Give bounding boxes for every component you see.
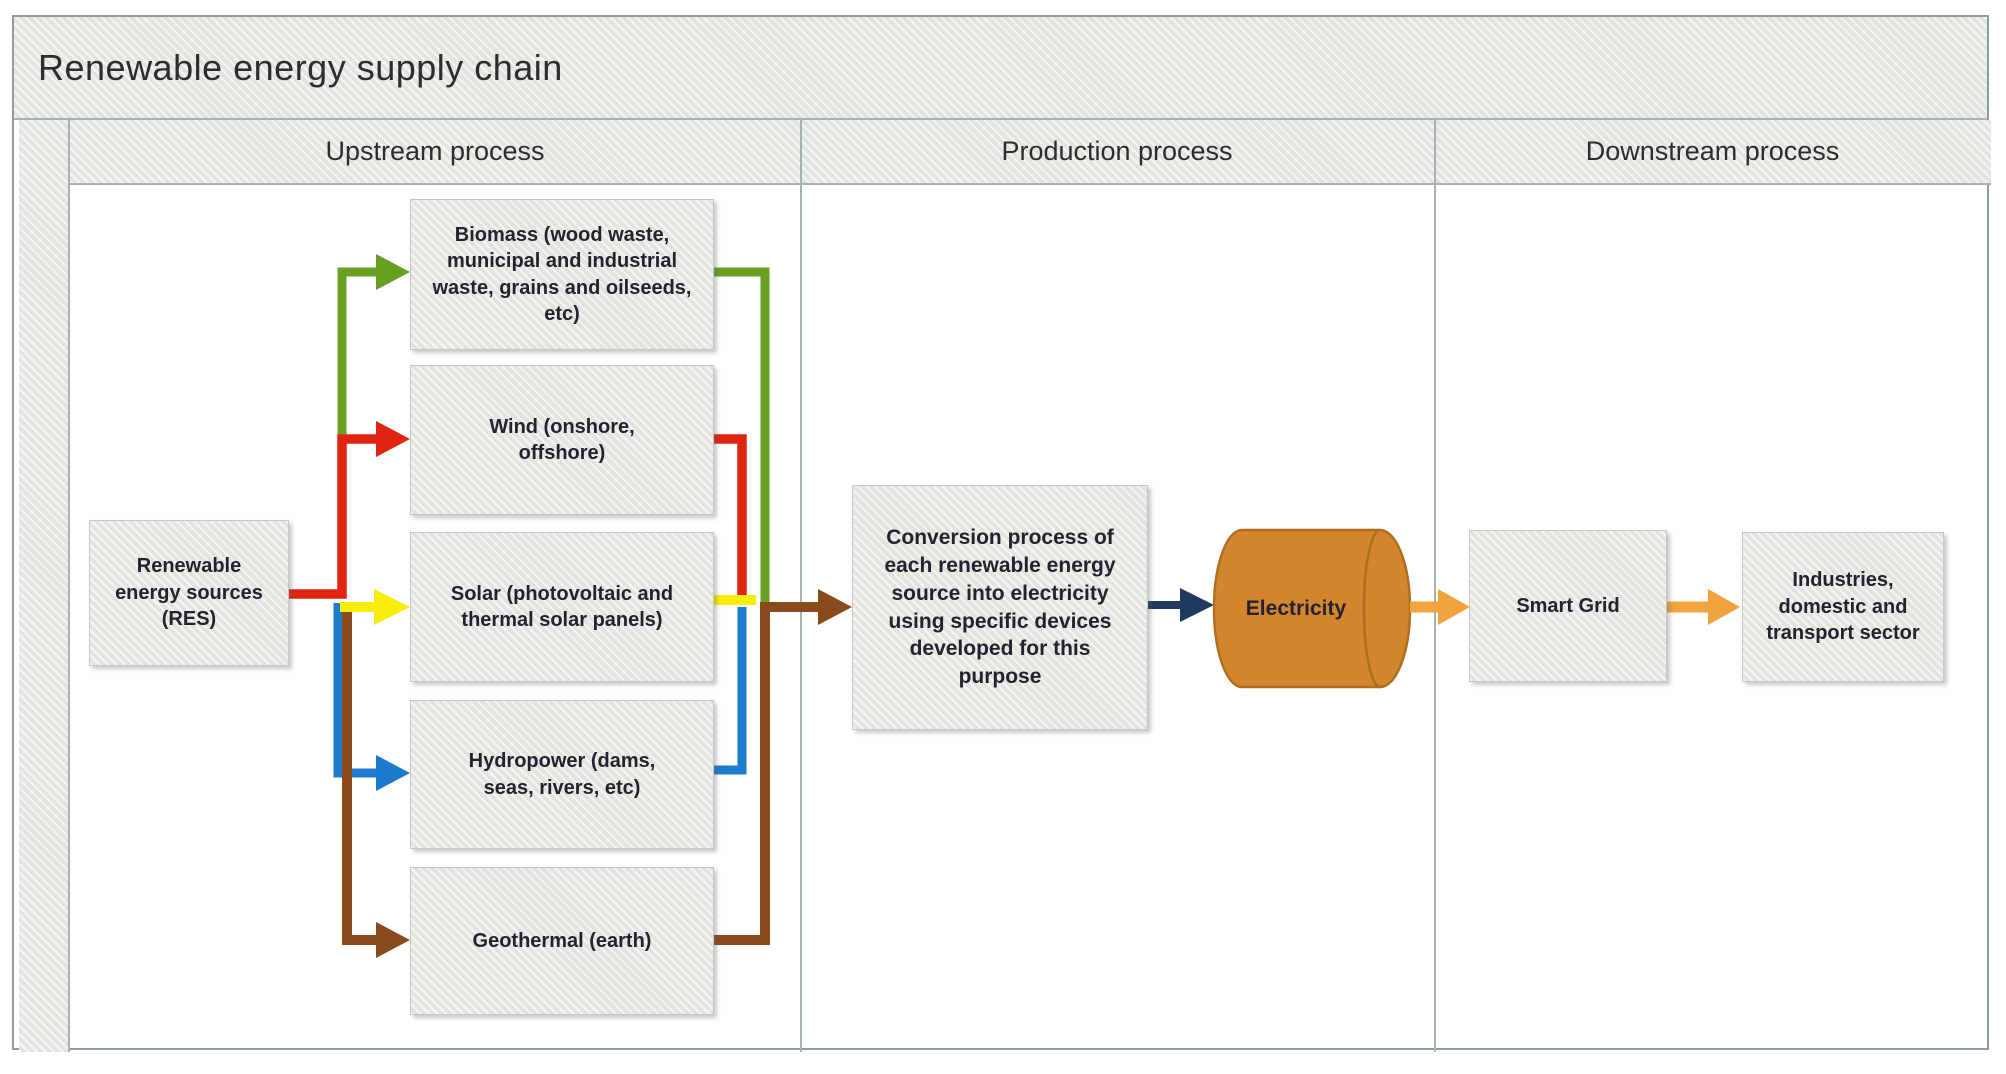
arrow-res-to-hydropower bbox=[333, 603, 410, 791]
node-smart-grid: Smart Grid bbox=[1469, 530, 1667, 682]
arrow-electricity-to-smartgrid bbox=[1410, 589, 1470, 625]
node-hydropower-label: Hydropower (dams, seas, rivers, etc) bbox=[468, 750, 656, 799]
column-header-upstream-label: Upstream process bbox=[325, 136, 545, 166]
arrow-res-to-wind bbox=[289, 421, 410, 599]
arrow-biomass-to-conversion bbox=[714, 267, 770, 605]
node-wind: Wind (onshore, offshore) bbox=[410, 365, 714, 515]
arrow-conversion-to-electricity bbox=[1148, 588, 1214, 622]
node-conversion-process: Conversion process of each renewable ene… bbox=[852, 485, 1148, 730]
node-electricity-label: Electricity bbox=[1245, 596, 1347, 620]
node-geothermal-label: Geothermal (earth) bbox=[472, 929, 652, 952]
arrow-wind-to-conversion bbox=[714, 434, 747, 601]
node-geothermal: Geothermal (earth) bbox=[410, 867, 714, 1015]
node-hydropower: Hydropower (dams, seas, rivers, etc) bbox=[410, 700, 714, 849]
node-solar-label: Solar (photovoltaic and thermal solar pa… bbox=[450, 582, 674, 631]
node-industries: Industries, domestic and transport secto… bbox=[1742, 532, 1944, 682]
node-industries-label: Industries, domestic and transport secto… bbox=[1766, 569, 1920, 645]
node-conversion-process-label: Conversion process of each renewable ene… bbox=[884, 526, 1116, 688]
node-biomass: Biomass (wood waste, municipal and indus… bbox=[410, 199, 714, 350]
node-solar: Solar (photovoltaic and thermal solar pa… bbox=[410, 532, 714, 682]
side-band bbox=[19, 120, 70, 1052]
arrow-smartgrid-to-industries bbox=[1667, 589, 1740, 625]
node-wind-label: Wind (onshore, offshore) bbox=[489, 415, 635, 464]
arrow-geothermal-to-conversion bbox=[714, 589, 852, 945]
diagram-title: Renewable energy supply chain bbox=[38, 46, 563, 88]
arrow-res-to-solar bbox=[340, 589, 410, 625]
column-header-downstream-label: Downstream process bbox=[1585, 136, 1840, 166]
node-electricity: Electricity bbox=[1212, 530, 1380, 687]
node-renewable-energy-sources: Renewable energy sources (RES) bbox=[89, 520, 289, 666]
column-header-downstream: Downstream process bbox=[1434, 120, 1991, 185]
arrow-res-to-biomass bbox=[337, 254, 410, 462]
arrow-hydropower-to-conversion bbox=[714, 607, 747, 775]
arrow-res-to-geothermal bbox=[342, 603, 410, 958]
column-header-production-label: Production process bbox=[1001, 136, 1233, 166]
column-divider-production-downstream bbox=[1434, 120, 1436, 1052]
title-band: Renewable energy supply chain bbox=[14, 17, 1987, 120]
column-header-production: Production process bbox=[800, 120, 1434, 185]
diagram-frame: Renewable energy supply chain Upstream p… bbox=[12, 15, 1991, 1052]
column-header-upstream: Upstream process bbox=[70, 120, 800, 185]
column-divider-upstream-production bbox=[800, 120, 802, 1052]
node-smart-grid-label: Smart Grid bbox=[1516, 594, 1620, 617]
node-renewable-energy-sources-label: Renewable energy sources (RES) bbox=[115, 555, 263, 631]
node-biomass-label: Biomass (wood waste, municipal and indus… bbox=[432, 223, 692, 325]
